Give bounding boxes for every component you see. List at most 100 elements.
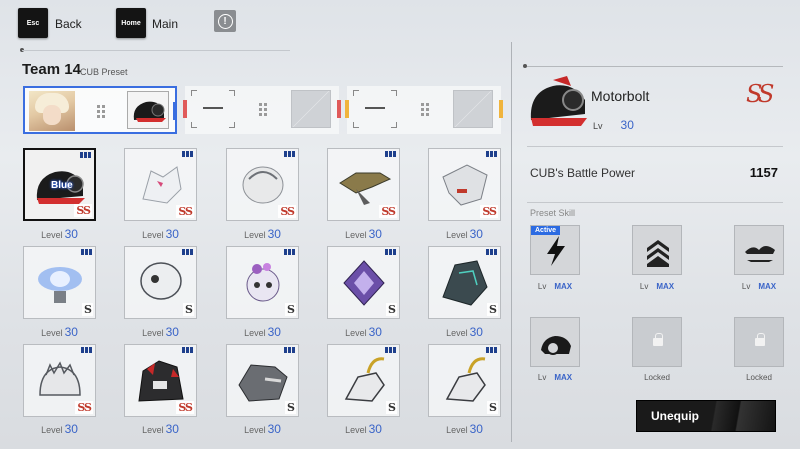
drag-handle-icon[interactable] [421, 103, 429, 116]
rank-stars-icon [81, 249, 92, 255]
cub-card[interactable]: S [428, 344, 501, 417]
rank-stars-icon [486, 151, 497, 157]
divider-dot [523, 64, 527, 68]
horned-goat-cub-icon [445, 357, 486, 402]
cub-grade: S [285, 401, 296, 414]
home-key-icon[interactable]: Home [116, 8, 146, 38]
motorbolt-cub-icon [36, 171, 85, 204]
skill-slot[interactable] [734, 225, 784, 275]
equipped-cub-thumbnail [127, 91, 169, 129]
cub-grade: SS [74, 204, 92, 217]
back-button[interactable]: Back [55, 17, 82, 31]
team-slot-3[interactable] [345, 86, 503, 134]
alert-icon: ! [217, 13, 233, 29]
lock-icon [755, 333, 765, 346]
cub-badge: Blue [51, 180, 73, 191]
cub-grade: SS [480, 205, 498, 218]
skill-slot[interactable] [632, 225, 682, 275]
slot-edge-marker [337, 100, 341, 118]
rank-stars-icon [182, 347, 193, 353]
cub-grade: SS [75, 401, 93, 414]
preset-skill-label: Preset Skill [530, 208, 576, 218]
empty-cub-slot[interactable] [291, 90, 331, 128]
round-mecha-cub-icon [242, 166, 284, 204]
cub-card[interactable]: SS [23, 344, 96, 417]
cub-card[interactable]: SS [428, 148, 501, 221]
cub-name: Motorbolt [591, 88, 650, 104]
character-portrait [29, 91, 75, 131]
cub-card[interactable]: SS [124, 344, 197, 417]
cub-card[interactable]: SS [124, 148, 197, 221]
battle-power-label: CUB's Battle Power [530, 166, 635, 180]
rank-stars-icon [385, 151, 396, 157]
cub-card[interactable]: S [428, 246, 501, 319]
empty-cub-slot[interactable] [453, 90, 493, 128]
skill-slot[interactable] [530, 317, 580, 367]
team-slot-1[interactable] [23, 86, 177, 134]
team-slot-2[interactable] [183, 86, 341, 134]
motorbolt-cub-icon [530, 76, 587, 126]
unequip-button[interactable]: Unequip [636, 400, 776, 432]
slot-edge-marker [173, 102, 177, 120]
blue-energy-cub-icon [38, 267, 82, 303]
cub-grade: S [386, 303, 397, 316]
cub-card[interactable]: SS [226, 148, 299, 221]
top-bar: Esc Back Home Main ! [0, 0, 800, 44]
cub-card[interactable]: S [327, 344, 400, 417]
rank-stars-icon [284, 347, 295, 353]
cub-card[interactable]: S [327, 246, 400, 319]
divider [22, 50, 290, 51]
skill-locked-label: Locked [644, 373, 670, 382]
team-title: Team 14 [22, 61, 81, 78]
rank-stars-icon [385, 249, 396, 255]
cub-card[interactable]: S [124, 246, 197, 319]
team-subtitle: CUB Preset [80, 67, 128, 77]
slot-edge-marker [499, 100, 503, 118]
panel-divider [511, 42, 512, 442]
drag-handle-icon[interactable] [97, 105, 105, 118]
rank-stars-icon [486, 347, 497, 353]
rank-stars-icon [81, 347, 92, 353]
alert-button[interactable]: ! [214, 10, 236, 32]
skill-slot-locked [632, 317, 682, 367]
main-button[interactable]: Main [152, 17, 179, 31]
dark-teal-cub-icon [442, 260, 488, 306]
rank-stars-icon [182, 249, 193, 255]
lightning-skill-icon [547, 236, 565, 266]
cub-grade: S [183, 303, 194, 316]
empty-slot-dash [365, 107, 385, 109]
lock-icon [653, 333, 663, 346]
cub-card[interactable]: SS [327, 148, 400, 221]
cub-grade: SS [278, 205, 296, 218]
skill-locked-label: Locked [746, 373, 772, 382]
cub-card-motorbolt[interactable]: Blue SS [23, 148, 96, 221]
cub-card[interactable]: S [226, 246, 299, 319]
white-mecha-cub-icon [142, 166, 182, 204]
rank-stars-icon [385, 347, 396, 353]
gold-bird-cub-icon [339, 172, 392, 205]
chevron-rank-skill-icon [647, 240, 669, 267]
horned-goat-cub-icon [344, 357, 385, 402]
drag-handle-icon[interactable] [259, 103, 267, 116]
white-pod-cub-icon [140, 262, 182, 300]
rank-stars-icon [182, 151, 193, 157]
cub-card[interactable]: S [226, 344, 299, 417]
slot-edge-marker [183, 100, 187, 118]
esc-key-icon[interactable]: Esc [18, 8, 48, 38]
skill-slot-active[interactable]: Active [530, 225, 580, 275]
cub-card[interactable]: S [23, 246, 96, 319]
